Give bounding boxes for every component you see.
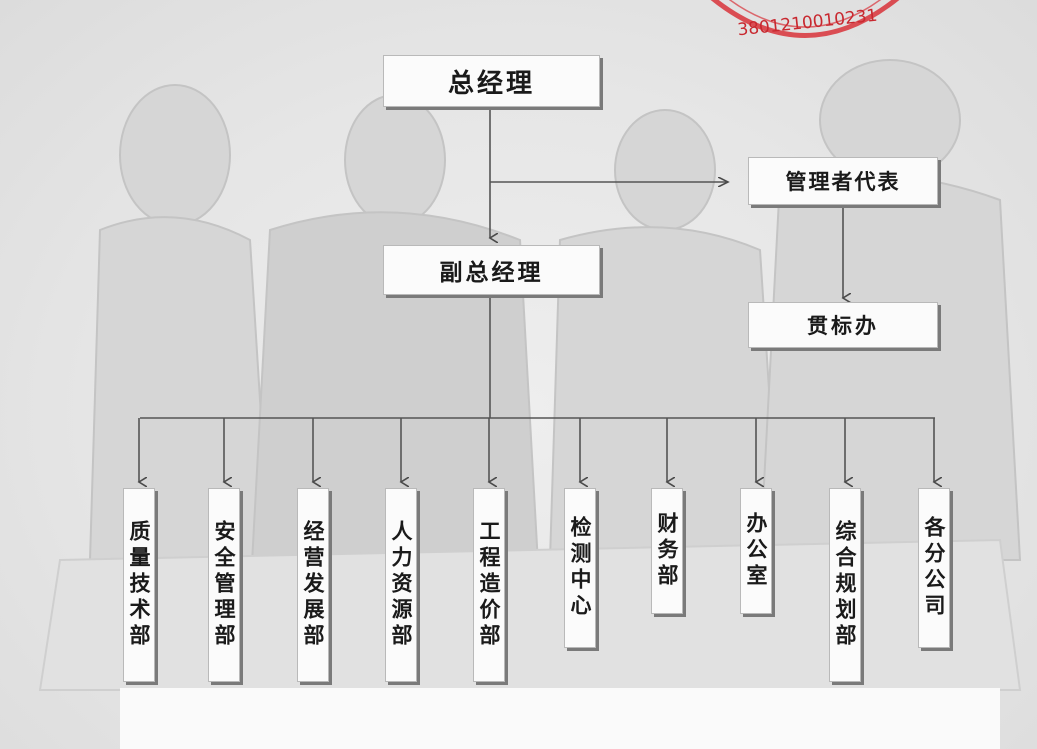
dept-label: 经营发展部: [301, 520, 325, 650]
general-manager-box: 总经理: [383, 55, 600, 107]
dept-label: 各分公司: [922, 516, 946, 620]
dept-label: 工程造价部: [477, 520, 501, 650]
management-rep-label: 管理者代表: [785, 170, 901, 194]
dept-box: 办公室: [740, 488, 772, 614]
company-seal: 3801210010231: [710, 0, 900, 40]
standards-office-label: 贯标办: [807, 314, 879, 338]
dept-label: 质量技术部: [127, 520, 151, 650]
deputy-gm-label: 副总经理: [439, 260, 544, 286]
dept-label: 综合规划部: [833, 520, 857, 650]
bottom-band: [120, 688, 1000, 749]
standards-office-box: 贯标办: [748, 302, 938, 348]
dept-box: 财务部: [651, 488, 683, 614]
dept-label: 办公室: [744, 512, 768, 590]
dept-box: 检测中心: [564, 488, 596, 648]
dept-label: 人力资源部: [389, 520, 413, 650]
deputy-gm-box: 副总经理: [383, 245, 600, 295]
general-manager-label: 总经理: [447, 68, 535, 99]
dept-box: 工程造价部: [473, 488, 505, 682]
dept-box: 质量技术部: [123, 488, 155, 682]
dept-label: 财务部: [655, 512, 679, 590]
department-drop-lines: [139, 418, 934, 482]
management-rep-box: 管理者代表: [748, 157, 938, 205]
dept-label: 安全管理部: [212, 520, 236, 650]
dept-box: 经营发展部: [297, 488, 329, 682]
dept-label: 检测中心: [568, 516, 592, 620]
dept-box: 安全管理部: [208, 488, 240, 682]
dept-box: 各分公司: [918, 488, 950, 648]
dept-box: 综合规划部: [829, 488, 861, 682]
dept-box: 人力资源部: [385, 488, 417, 682]
